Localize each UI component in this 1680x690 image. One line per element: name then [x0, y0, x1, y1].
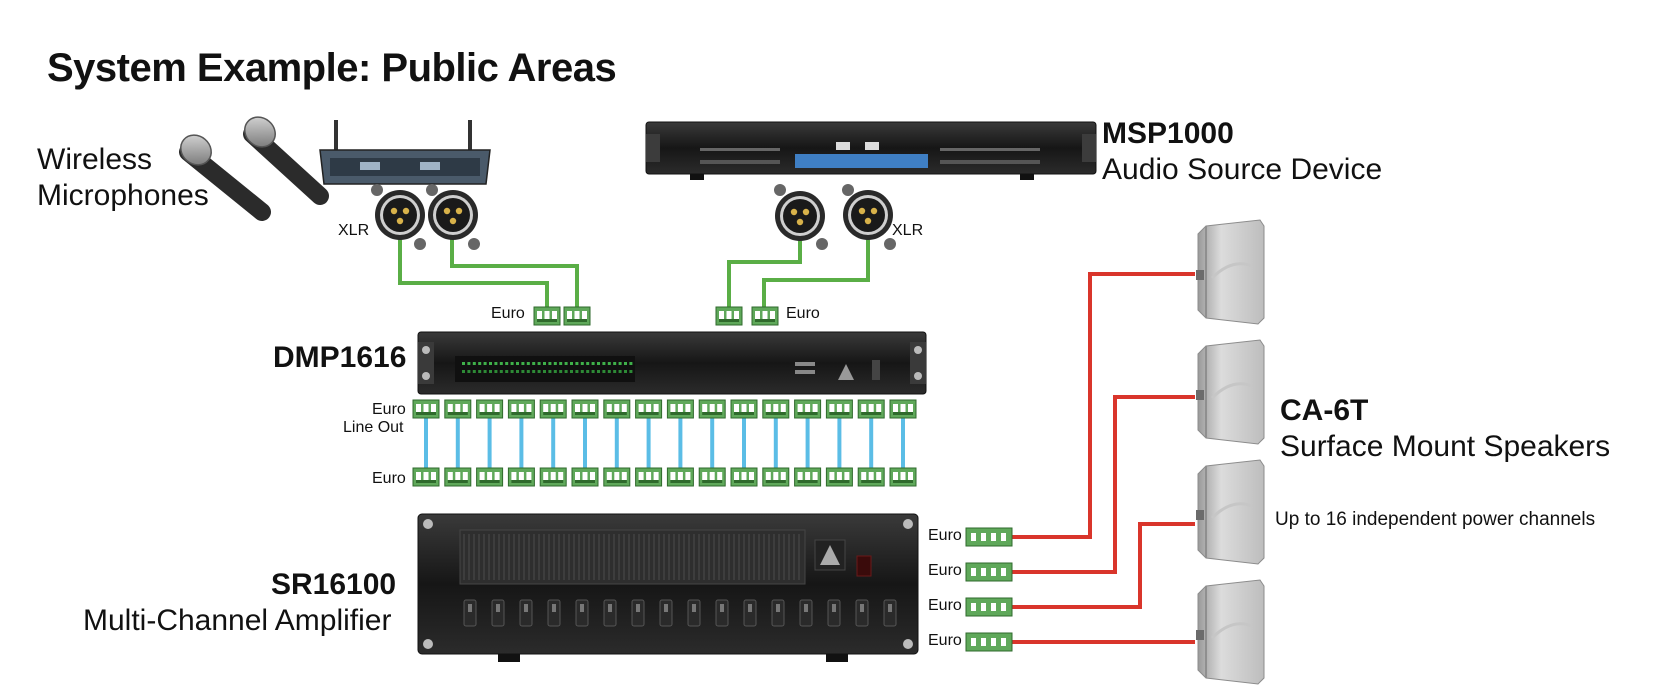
euro-connector-icon — [507, 399, 535, 419]
euro-connector-icon — [762, 399, 790, 419]
euro-connector-icon — [539, 467, 567, 487]
speaker-icon — [1194, 218, 1266, 326]
euro-connector-icon — [666, 467, 694, 487]
dmp1616-model: DMP1616 — [273, 341, 407, 374]
euro-connector-icon — [857, 399, 885, 419]
ca6t-desc: Surface Mount Speakers — [1280, 430, 1611, 463]
xlr-label-right: XLR — [892, 222, 924, 239]
euro-connector-icon — [965, 562, 1013, 582]
microphone-icon — [243, 116, 329, 205]
euro-label-spk-1: Euro — [928, 527, 962, 544]
euro-connector-icon — [444, 467, 472, 487]
euro-connector-icon — [965, 632, 1013, 652]
euro-line-out-row — [412, 399, 917, 419]
euro-label-in-right: Euro — [786, 305, 820, 322]
euro-connector-icon — [698, 467, 726, 487]
euro-label-out: Euro — [372, 401, 406, 418]
euro-connector-icon — [730, 467, 758, 487]
xlr-connector-icon — [842, 184, 896, 250]
euro-connector-icon — [666, 399, 694, 419]
euro-connector-icon — [698, 399, 726, 419]
sr16100-desc: Multi-Channel Amplifier — [83, 604, 392, 637]
euro-label-amp-in: Euro — [372, 470, 406, 487]
euro-amp-input-row — [412, 467, 917, 487]
msp1000-desc: Audio Source Device — [1102, 153, 1383, 186]
euro-connector-icon — [603, 467, 631, 487]
euro-connector-icon — [563, 306, 591, 326]
euro-connector-icon — [507, 467, 535, 487]
wireless-receiver — [319, 120, 491, 185]
euro-connector-icon — [715, 306, 743, 326]
sr16100-model: SR16100 — [271, 568, 397, 601]
green-wires — [398, 236, 870, 307]
euro-connector-icon — [965, 527, 1013, 547]
euro-connector-icon — [889, 467, 917, 487]
ca6t-model: CA-6T — [1280, 394, 1369, 427]
euro-connector-icon — [412, 467, 440, 487]
euro-connector-icon — [825, 467, 853, 487]
euro-connector-icon — [965, 597, 1013, 617]
euro-connector-icon — [412, 399, 440, 419]
xlr-connector-icon — [371, 184, 426, 250]
euro-label-spk-2: Euro — [928, 562, 962, 579]
euro-connector-icon — [533, 306, 561, 326]
euro-connector-icon — [603, 399, 631, 419]
euro-connector-icon — [889, 399, 917, 419]
line-out-label: Line Out — [343, 419, 404, 436]
speaker-icon — [1194, 338, 1266, 446]
red-speaker-wires — [1012, 272, 1195, 644]
euro-label-spk-3: Euro — [928, 597, 962, 614]
euro-connector-icon — [444, 399, 472, 419]
euro-connector-icon — [794, 467, 822, 487]
microphone-icon — [179, 134, 271, 221]
blue-line-out-wires — [424, 418, 905, 468]
euro-connector-icon — [751, 306, 779, 326]
euro-connector-icon — [571, 399, 599, 419]
xlr-label-left: XLR — [338, 222, 370, 239]
euro-label-spk-4: Euro — [928, 632, 962, 649]
dmp1616-device — [417, 331, 927, 395]
euro-connector-icon — [762, 467, 790, 487]
xlr-connector-icon — [426, 184, 480, 250]
euro-label-in-left: Euro — [491, 305, 525, 322]
euro-connector-icon — [794, 399, 822, 419]
msp1000-device — [645, 121, 1097, 180]
euro-connector-icon — [857, 467, 885, 487]
speaker-icon — [1194, 458, 1266, 566]
ca6t-note: Up to 16 independent power channels — [1275, 509, 1596, 530]
page-title: System Example: Public Areas — [47, 46, 617, 90]
euro-connector-icon — [635, 467, 663, 487]
wireless-label-line1: Wireless — [37, 143, 153, 176]
euro-connector-icon — [476, 399, 504, 419]
euro-connector-icon — [730, 399, 758, 419]
euro-connector-icon — [539, 399, 567, 419]
euro-connector-icon — [635, 399, 663, 419]
xlr-connector-icon — [774, 184, 828, 250]
speaker-icon — [1194, 578, 1266, 686]
speaker-euro-outputs — [965, 527, 1013, 652]
euro-connector-icon — [571, 467, 599, 487]
euro-connector-icon — [476, 467, 504, 487]
sr16100-device — [417, 513, 919, 662]
wireless-label-line2: Microphones — [37, 179, 209, 212]
msp1000-model: MSP1000 — [1102, 117, 1234, 150]
euro-connector-icon — [825, 399, 853, 419]
